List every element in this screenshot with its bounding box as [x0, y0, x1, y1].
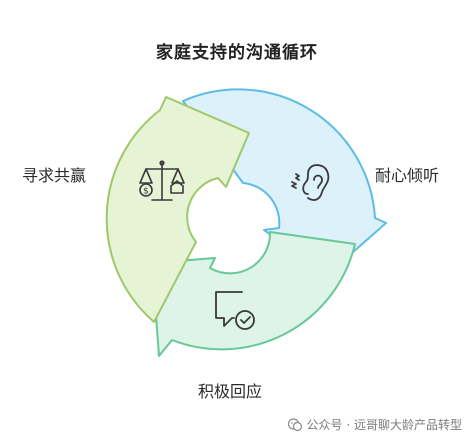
scale-money-house-icon: $	[139, 160, 185, 201]
diagram-title: 家庭支持的沟通循环	[156, 43, 318, 63]
watermark-text: 公众号 · 远哥聊大龄产品转型	[306, 418, 462, 432]
label-respond: 积极回应	[198, 382, 263, 401]
chat-check-icon	[215, 291, 255, 330]
svg-text:$: $	[143, 187, 149, 197]
wechat-icon	[287, 417, 302, 431]
watermark: 公众号 · 远哥聊大龄产品转型	[287, 416, 462, 433]
label-listen: 耐心倾听	[375, 166, 440, 185]
ear-icon	[291, 164, 330, 201]
segment-win-arrow	[105, 96, 250, 323]
segment-respond-arrow	[151, 231, 356, 357]
label-win: 寻求共赢	[22, 166, 87, 185]
